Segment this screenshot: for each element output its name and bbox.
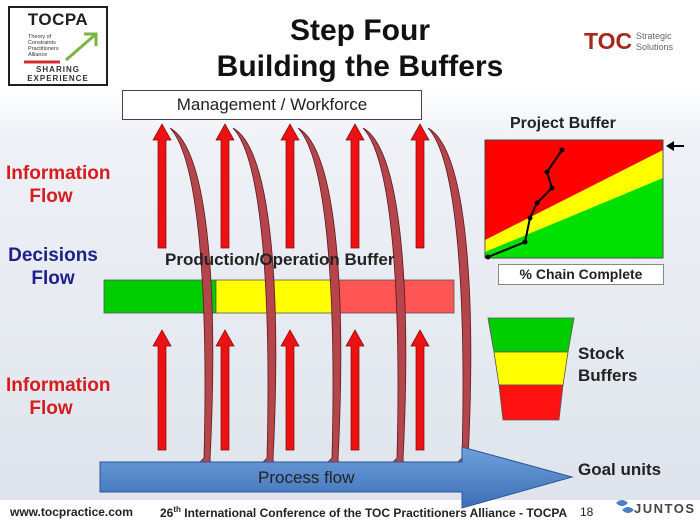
- conf-suffix: th: [173, 505, 181, 514]
- sharing-text: SHARING: [36, 65, 80, 74]
- process-flow-arrow: [99, 446, 574, 509]
- title-line-1: Step Four: [290, 14, 430, 47]
- toc-logo-sub: Strategic Solutions: [636, 31, 673, 53]
- up-arrow-top-3: [280, 123, 300, 249]
- conf-number: 26: [160, 506, 174, 520]
- up-arrow-bottom-3: [280, 329, 300, 451]
- tocpa-logo-tagline: Theory of Constraints Practitioners Alli…: [28, 34, 59, 58]
- toc-logo-sub2: Solutions: [636, 42, 674, 52]
- up-arrow-top-2: [215, 123, 235, 249]
- tocpa-logo: TOCPA Theory of Constraints Practitioner…: [8, 6, 108, 86]
- info-arrows-top: [152, 123, 430, 249]
- goal-units-label: Goal units: [578, 460, 662, 479]
- footer-conference: 26th International Conference of the TOC…: [160, 505, 567, 520]
- experience-text: EXPERIENCE: [27, 74, 89, 83]
- project-buffer-green: [485, 178, 663, 258]
- decisions-flow-label: Decisions Flow: [8, 244, 98, 290]
- up-arrow-bottom-5: [410, 329, 430, 451]
- tocpa-arrow-icon: [24, 32, 98, 64]
- juntos-text: JUNTOS: [634, 501, 696, 516]
- up-arrow-top-4: [345, 123, 365, 249]
- stock-line1: Stock: [578, 344, 625, 363]
- stock-buffer-funnel: [487, 317, 575, 421]
- up-arrow-bottom-1: [152, 329, 172, 451]
- up-arrow-bottom-2: [215, 329, 235, 451]
- tocpa-logo-sharing: SHARING EXPERIENCE: [10, 65, 106, 83]
- stock-red: [498, 384, 564, 421]
- toc-logo-name: TOC: [584, 28, 633, 54]
- toc-logo-sub1: Strategic: [636, 31, 672, 41]
- up-arrow-bottom-4: [345, 329, 365, 451]
- stock-buffers-label: Stock Buffers: [578, 343, 638, 387]
- stock-line2: Buffers: [578, 366, 638, 385]
- up-arrow-top-1: [152, 123, 172, 249]
- info-flow-bottom-line2: Flow: [29, 398, 73, 419]
- info-flow-top-label: Information Flow: [6, 162, 111, 208]
- conf-title: International Conference of the TOC Prac…: [180, 506, 568, 520]
- info-flow-bottom-label: Information Flow: [6, 374, 111, 420]
- buffer-green-zone: [103, 279, 217, 314]
- up-arrow-top-5: [410, 123, 430, 249]
- decisions-line2: Flow: [31, 268, 75, 289]
- juntos-mark-icon: [616, 500, 634, 513]
- production-buffer-label: Production/Operation Buffer: [165, 250, 395, 269]
- stock-yellow: [493, 351, 569, 386]
- stock-green: [487, 317, 575, 353]
- footer-url: www.tocpractice.com: [10, 505, 133, 519]
- decisions-line1: Decisions: [8, 245, 98, 266]
- juntos-logo: JUNTOS: [612, 498, 698, 520]
- info-flow-bottom-line1: Information: [6, 375, 111, 396]
- chain-complete-label: % Chain Complete: [498, 264, 664, 285]
- title-line-2: Building the Buffers: [216, 50, 504, 83]
- page-number: 18: [580, 505, 594, 519]
- project-buffer-title: Project Buffer: [510, 115, 616, 132]
- info-flow-top-line1: Information: [6, 163, 111, 184]
- project-buffer-chart: [484, 139, 684, 260]
- toc-strategic-logo: TOC Strategic Solutions: [582, 26, 692, 60]
- buffer-red-zone: [331, 279, 455, 314]
- management-workforce-box: Management / Workforce: [122, 90, 422, 120]
- tocpa-logo-name: TOCPA: [27, 10, 89, 29]
- buffer-consumption-points: [485, 147, 565, 260]
- info-flow-top-line2: Flow: [29, 186, 73, 207]
- process-flow-label: Process flow: [258, 468, 355, 487]
- info-arrows-bottom: [152, 329, 430, 451]
